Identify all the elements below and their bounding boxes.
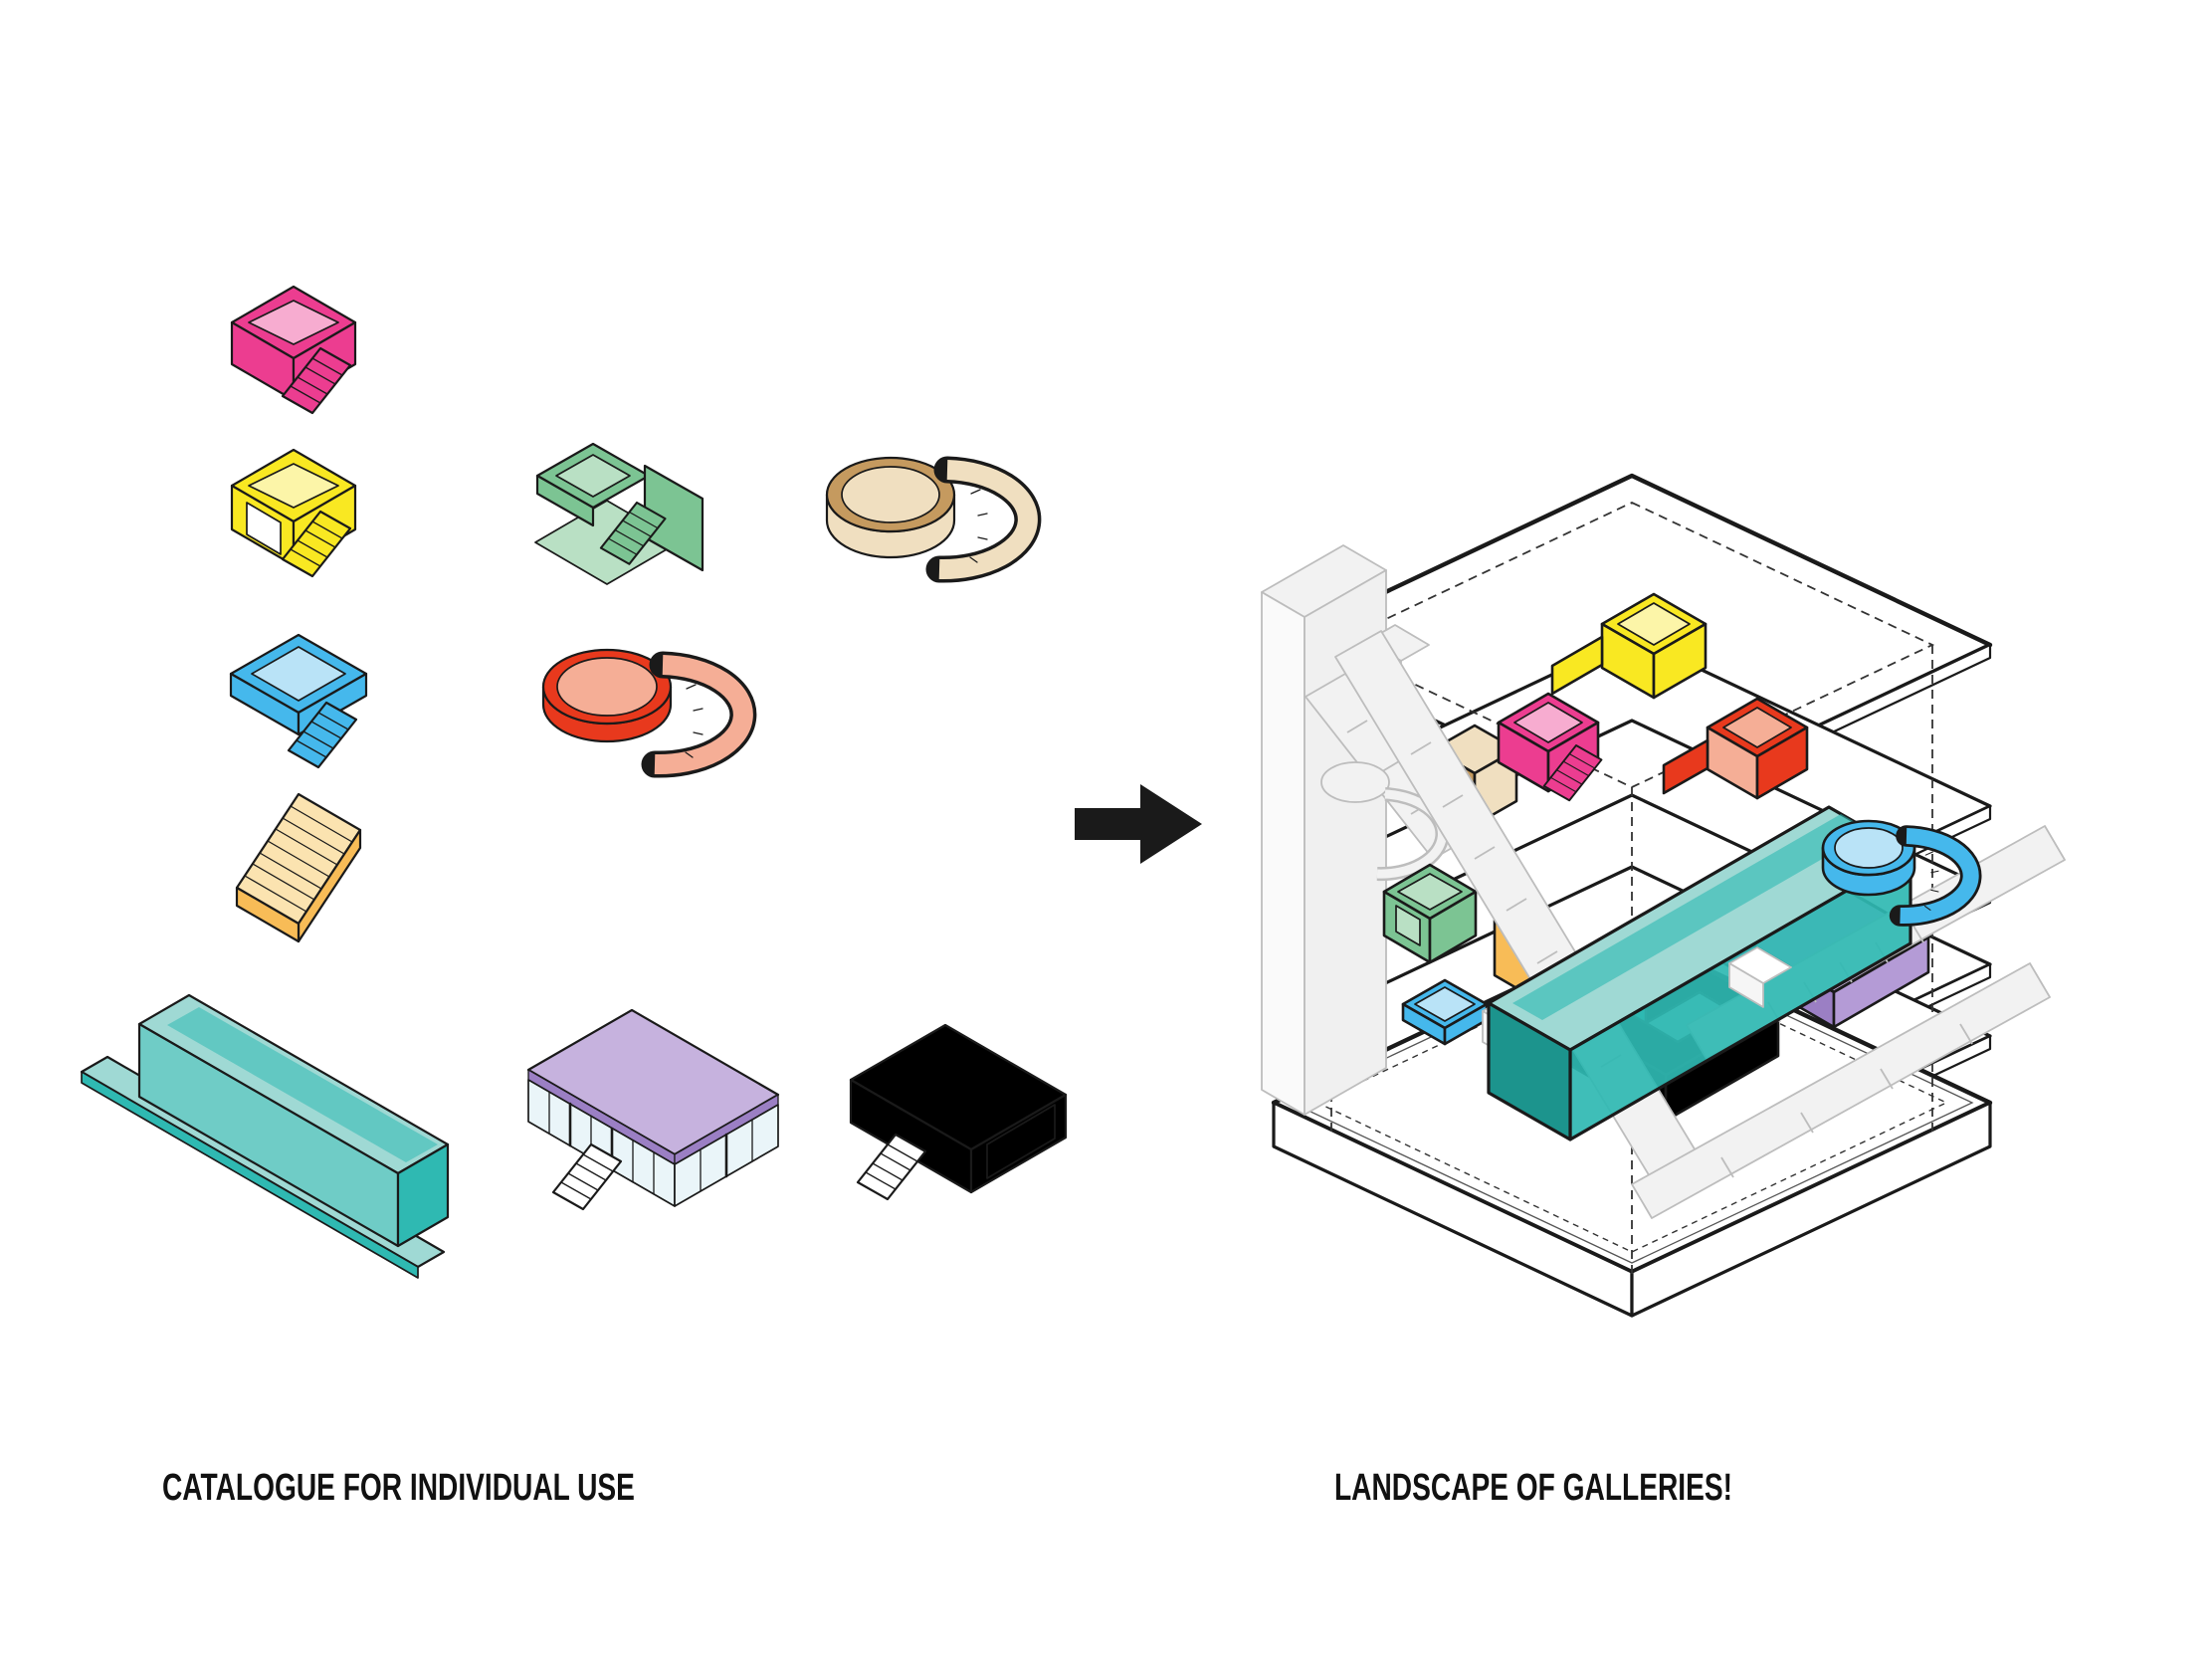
red-disc-floor xyxy=(556,657,658,717)
escalator-tick xyxy=(1346,720,1368,733)
white-cube xyxy=(1728,946,1792,1008)
catalogue-panel xyxy=(80,285,1068,1279)
base-dashed-line xyxy=(1315,952,1948,1253)
placed-yellow-portico-box xyxy=(1550,592,1708,700)
catalogue-title: CATALOGUE FOR INDIVIDUAL USE xyxy=(162,1467,635,1509)
beam-end xyxy=(1487,1001,1572,1141)
green-floor xyxy=(1397,873,1463,911)
magenta-floor xyxy=(1513,702,1583,743)
teal-shelf-edge xyxy=(81,1071,419,1279)
drum-floor xyxy=(1834,827,1904,869)
purple-end xyxy=(1832,935,1930,1029)
core-tower xyxy=(1261,544,1387,1116)
purple-glass-mullions-right xyxy=(700,1119,753,1192)
green-tray-wall xyxy=(535,474,595,527)
module-yellow-portico-box-icon xyxy=(230,448,357,578)
teal-beam-end xyxy=(396,1142,450,1248)
yellow-chute xyxy=(1550,635,1604,696)
placed-teal-beam xyxy=(1487,805,1912,1141)
red-right-wall xyxy=(1755,726,1809,800)
placed-magenta-box xyxy=(1497,692,1603,802)
ghost-drum xyxy=(1320,761,1450,882)
escalator-tick xyxy=(1506,898,1527,912)
ghost-drum-ramp-inner xyxy=(1376,789,1447,879)
blue-tray-floor xyxy=(251,646,346,702)
magenta-box-floor xyxy=(248,300,339,345)
yellow-box-opening xyxy=(246,502,282,555)
escalator-tick xyxy=(1474,846,1496,860)
escalator-tick xyxy=(1536,950,1558,964)
module-blue-tray-icon xyxy=(229,633,368,769)
escalator-right-lower xyxy=(1631,962,2051,1219)
amber-steps-front-face xyxy=(235,886,301,943)
tan-drum-floor xyxy=(841,466,940,523)
pink-box-opening xyxy=(986,1104,1056,1179)
yellow-right-wall xyxy=(1652,622,1708,700)
escalator-tick xyxy=(1959,1023,1973,1045)
red-floor xyxy=(1722,707,1792,748)
green-opening xyxy=(1395,905,1421,946)
module-tan-drum-icon xyxy=(825,458,1028,569)
white-cube-front xyxy=(1728,962,1764,1008)
placed-red-box xyxy=(1662,697,1809,800)
right-arrow-icon xyxy=(1075,784,1202,864)
escalator-band xyxy=(1631,962,2051,1219)
core-front-left xyxy=(1261,591,1306,1116)
placed-blue-drum xyxy=(1821,819,1971,916)
module-pink-flat-box-icon xyxy=(849,1023,1068,1201)
landscape-title: LANDSCAPE OF GALLERIES! xyxy=(1334,1467,1732,1509)
red-chute xyxy=(1662,738,1709,795)
escalator-tick xyxy=(1720,1156,1734,1178)
amber-step-lines xyxy=(244,805,353,913)
module-magenta-stair-box-icon xyxy=(230,285,357,415)
module-red-disc-icon xyxy=(541,648,743,764)
teal-beam-channel xyxy=(167,1007,438,1162)
placed-green-box xyxy=(1382,863,1478,964)
ghost-drum-ring xyxy=(1320,761,1390,803)
base-inner-line xyxy=(1290,941,1974,1264)
escalator-tick xyxy=(1800,1112,1814,1134)
assembly-panel xyxy=(1261,473,2066,1318)
module-teal-beam-icon xyxy=(80,993,450,1279)
green-tray-floor xyxy=(555,454,631,498)
module-purple-glass-slab-icon xyxy=(526,1008,780,1211)
escalator-tick xyxy=(1442,794,1464,808)
beam-channel xyxy=(1512,814,1871,1020)
blue-tray-floor xyxy=(1414,986,1476,1022)
module-green-split-tray-icon xyxy=(534,442,704,585)
escalator-tick xyxy=(1880,1068,1894,1090)
green-right-wall xyxy=(1428,890,1478,964)
yellow-box-floor xyxy=(248,463,339,509)
module-amber-steps-icon xyxy=(235,792,362,943)
escalator-tick xyxy=(1410,741,1432,755)
base-edge-right xyxy=(1630,1101,1992,1318)
yellow-floor xyxy=(1617,602,1691,646)
